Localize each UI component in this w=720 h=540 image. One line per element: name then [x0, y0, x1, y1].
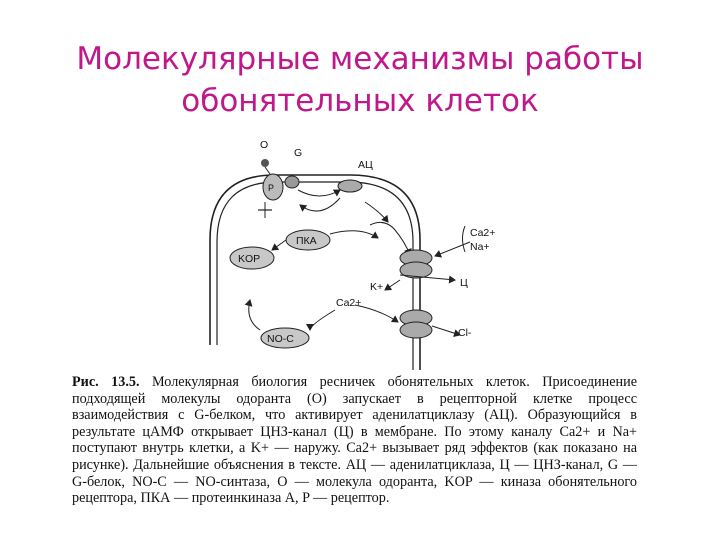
figure-caption: Рис. 13.5. Молекулярная биология ресниче…: [72, 374, 637, 507]
receptor-label: P: [268, 183, 274, 193]
odorant-molecule: [261, 159, 269, 167]
receptor: [262, 173, 284, 201]
cilium-diagram: ПКА KOP NO-C O G АЦ P Ca2+ Na+ Ц K+ Ca2+…: [209, 139, 495, 370]
g-protein-label: G: [294, 147, 302, 159]
slide-title-line-1: Молекулярные механизмы работы: [76, 41, 644, 77]
na-in-label: Na+: [470, 241, 490, 253]
figure: ПКА KOP NO-C O G АЦ P Ca2+ Na+ Ц K+ Ca2+…: [60, 130, 660, 530]
slide-title-line-2: обонятельных клеток: [181, 83, 539, 119]
k-ion-label: K+: [370, 281, 383, 293]
odorant-label: O: [260, 139, 268, 151]
kor-label: KOP: [238, 253, 260, 265]
ca-inside-label: Ca2+: [336, 297, 361, 309]
no-synthase: [260, 327, 310, 349]
figure-caption-text: Молекулярная биология ресничек обонятель…: [72, 374, 638, 507]
channel-label: Ц: [460, 277, 468, 289]
ca-in-label: Ca2+: [470, 227, 495, 239]
kor-enzyme: [229, 246, 275, 270]
membrane-outer: [209, 174, 421, 370]
g-protein: [284, 175, 300, 189]
no-synthase-label: NO-C: [267, 333, 294, 345]
figure-number: Рис. 13.5.: [72, 374, 140, 390]
membrane-inner: [216, 181, 414, 370]
adenylate-cyclase: [337, 179, 363, 193]
slide-title: Молекулярные механизмы работы обонятельн…: [0, 38, 720, 122]
ac-label: АЦ: [358, 159, 373, 171]
cl-ion-label: Cl-: [458, 327, 472, 339]
pka-label: ПКА: [296, 235, 317, 247]
